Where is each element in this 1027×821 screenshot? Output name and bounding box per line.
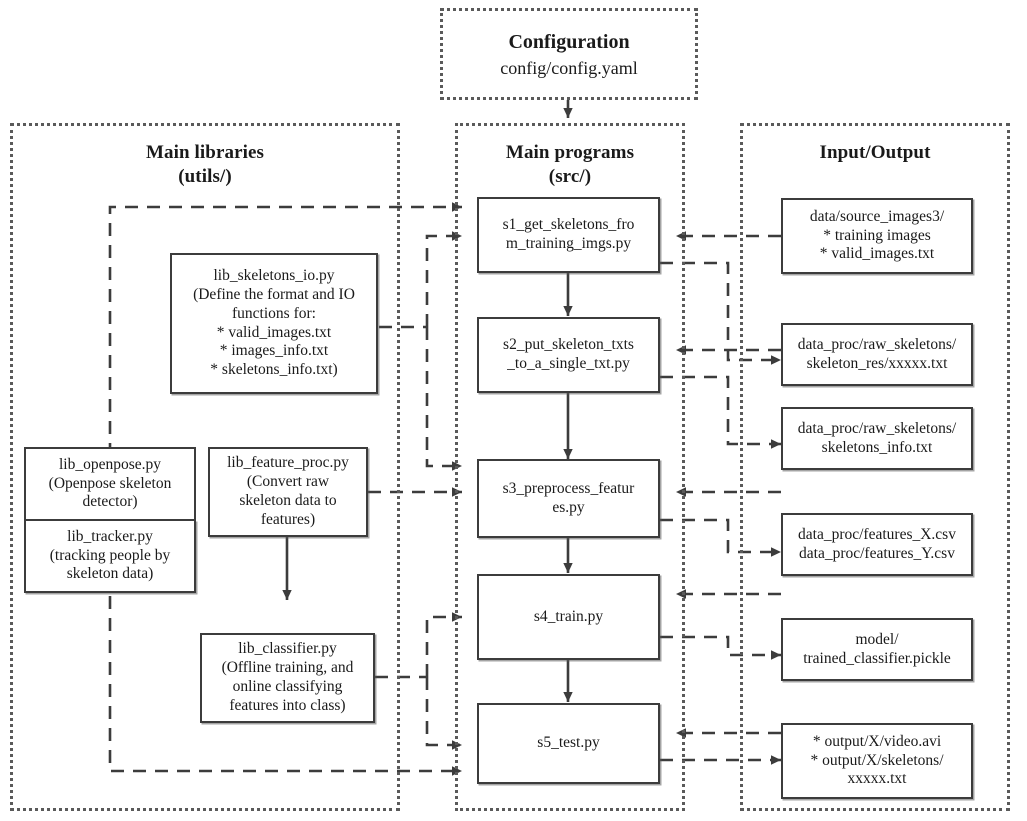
- io-source-images-line-2: * valid_images.txt: [819, 245, 935, 263]
- group-title-line2: (src/): [548, 165, 592, 187]
- io-features-csv-line-0: data_proc/features_X.csv: [798, 525, 956, 543]
- node-io-skeletons-info: data_proc/raw_skeletons/ skeletons_info.…: [781, 407, 973, 470]
- s3-line-0: s3_preprocess_featur: [502, 479, 635, 497]
- edge-s2-to-skeletonsinfo: [660, 375, 781, 449]
- node-s2-put-skeleton-txts: s2_put_skeleton_txts _to_a_single_txt.py: [477, 317, 660, 393]
- edge-skeletonsio-to-s1: [425, 231, 462, 327]
- group-title-line1: Main programs: [505, 142, 635, 163]
- group-input-output-title: Input/Output: [743, 141, 1007, 165]
- node-s5-test: s5_test.py: [477, 703, 660, 784]
- io-skeletons-info-line-1: skeletons_info.txt: [821, 438, 933, 456]
- lib-classifier-line-1: (Offline training, and: [221, 659, 354, 677]
- lib-openpose-line-1: (Openpose skeleton: [48, 474, 172, 492]
- s3-line-1: es.py: [552, 498, 585, 516]
- edge-openpose-to-s1: [108, 202, 462, 522]
- group-title-line2: (utils/): [178, 165, 232, 187]
- node-lib-tracker: lib_tracker.py (tracking people by skele…: [24, 520, 196, 593]
- edge-s3-to-features: [660, 518, 781, 557]
- lib-openpose-line-0: lib_openpose.py: [58, 455, 162, 473]
- io-features-csv-line-1: data_proc/features_Y.csv: [799, 544, 955, 562]
- node-io-model-pickle: model/ trained_classifier.pickle: [781, 618, 973, 681]
- node-lib-skeletons-io: lib_skeletons_io.py (Define the format a…: [170, 253, 378, 394]
- node-io-raw-skeletons-res: data_proc/raw_skeletons/ skeleton_res/xx…: [781, 323, 973, 386]
- s5-line-0: s5_test.py: [537, 734, 600, 752]
- s2-line-0: s2_put_skeleton_txts: [503, 336, 634, 354]
- s1-line-1: m_training_imgs.py: [505, 235, 632, 252]
- group-input-output: Input/Output: [740, 123, 1010, 811]
- io-output-video-line-1: * output/X/skeletons/: [810, 751, 944, 769]
- io-raw-skeletons-res-line-1: skeleton_res/xxxxx.txt: [806, 354, 948, 372]
- io-raw-skeletons-res-line-0: data_proc/raw_skeletons/: [797, 335, 957, 353]
- node-io-output-video: * output/X/video.avi * output/X/skeleton…: [781, 723, 973, 799]
- configuration-title: Configuration: [508, 31, 630, 53]
- s2-line-1: _to_a_single_txt.py: [507, 355, 630, 372]
- configuration-subtitle: config/config.yaml: [500, 58, 638, 78]
- io-source-images-line-0: data/source_images3/: [809, 207, 945, 225]
- group-main-libraries-title: Main libraries (utils/): [13, 141, 397, 189]
- io-model-pickle-line-1: trained_classifier.pickle: [803, 649, 951, 667]
- group-main-libraries: Main libraries (utils/): [10, 123, 400, 811]
- group-main-programs-title: Main programs (src/): [458, 141, 682, 189]
- lib-feature-proc-line-3: features): [260, 510, 316, 528]
- group-title-line1: Input/Output: [819, 142, 931, 163]
- node-io-source-images: data/source_images3/ * training images *…: [781, 198, 973, 274]
- node-lib-feature-proc: lib_feature_proc.py (Convert raw skeleto…: [208, 447, 368, 537]
- lib-skeletons-io-line-5: * skeletons_info.txt): [210, 361, 338, 379]
- lib-feature-proc-line-0: lib_feature_proc.py: [227, 454, 349, 472]
- edge-skeletonsio-to-s3: [425, 327, 462, 471]
- lib-feature-proc-line-1: (Convert raw: [246, 473, 330, 491]
- lib-skeletons-io-line-2: functions for:: [232, 304, 316, 322]
- lib-skeletons-io-line-3: * valid_images.txt: [216, 323, 332, 341]
- s1-line-0: s1_get_skeletons_fro: [502, 216, 635, 234]
- node-s1-get-skeletons: s1_get_skeletons_fro m_training_imgs.py: [477, 197, 660, 273]
- lib-skeletons-io-line-0: lib_skeletons_io.py: [213, 266, 335, 284]
- lib-classifier-line-0: lib_classifier.py: [238, 640, 337, 658]
- edge-classifier-to-s5: [425, 677, 462, 750]
- lib-tracker-line-0: lib_tracker.py: [67, 527, 153, 545]
- lib-skeletons-io-line-1: (Define the format and IO: [193, 285, 355, 303]
- lib-skeletons-io-line-4: * images_info.txt: [219, 342, 329, 360]
- lib-tracker-line-2: skeleton data): [66, 565, 154, 583]
- node-lib-openpose: lib_openpose.py (Openpose skeleton detec…: [24, 447, 196, 520]
- group-main-programs: Main programs (src/): [455, 123, 685, 811]
- io-model-pickle-line-0: model/: [855, 630, 899, 648]
- node-io-features-csv: data_proc/features_X.csv data_proc/featu…: [781, 513, 973, 576]
- io-output-video-line-0: * output/X/video.avi: [812, 732, 942, 750]
- edge-s1-to-rawskeletons: [660, 261, 781, 365]
- lib-classifier-line-2: online classifying: [232, 678, 343, 695]
- group-title-line1: Main libraries: [145, 142, 265, 163]
- node-s4-train: s4_train.py: [477, 574, 660, 660]
- lib-classifier-line-3: features into class): [229, 696, 346, 714]
- io-skeletons-info-line-0: data_proc/raw_skeletons/: [797, 419, 957, 437]
- s4-line-0: s4_train.py: [533, 607, 604, 625]
- edge-s4-to-model: [660, 635, 781, 660]
- io-output-video-line-2: xxxxx.txt: [847, 770, 907, 788]
- lib-feature-proc-line-2: skeleton data to: [239, 492, 337, 509]
- node-lib-classifier: lib_classifier.py (Offline training, and…: [200, 633, 375, 723]
- configuration-box: Configuration config/config.yaml: [440, 8, 698, 100]
- io-source-images-line-1: * training images: [823, 226, 931, 244]
- lib-openpose-line-2: detector): [82, 493, 138, 511]
- node-s3-preprocess-features: s3_preprocess_featur es.py: [477, 459, 660, 538]
- lib-tracker-line-1: (tracking people by: [49, 546, 171, 564]
